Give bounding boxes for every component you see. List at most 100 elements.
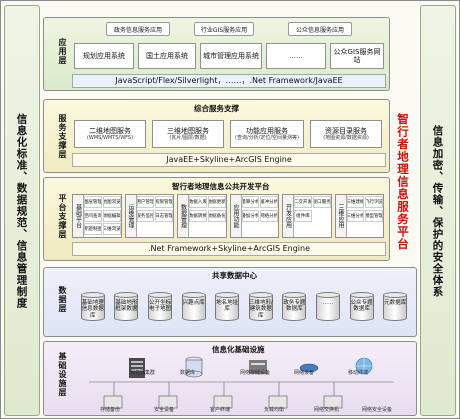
platform-module-item: 二次开发	[294, 196, 312, 208]
left-side-text: 信息化标准、数据规范、信息管理制度	[15, 112, 28, 309]
data-store-label: 基础地形框架数据	[115, 300, 138, 313]
platform-module-name: 开发应用	[283, 195, 294, 237]
cylinder-body	[248, 295, 273, 321]
database-icon	[185, 356, 203, 378]
application-layer-label: 应用层	[58, 38, 67, 65]
platform-module-item: 空间查询	[84, 209, 102, 222]
platform-support-label: 平台支撑层	[58, 194, 67, 239]
data-store-label: 地名地址库	[216, 300, 239, 313]
platform-module-item: 组件库	[294, 209, 312, 222]
platform-support-title: 智行者地理信息公共开发平台	[172, 182, 270, 191]
platform-module-item: 三维浏览	[102, 223, 121, 235]
data-store-label: 政务专题数据库	[283, 300, 306, 313]
label-database: 数据库	[180, 370, 196, 376]
service-catalog: 资源目录服务 (地图资源/数据资源)	[310, 120, 382, 148]
service-3d-sub: (瓦片/图层/数据)	[169, 135, 207, 142]
data-items: 基础地理信息数据库基础地形框架数据公开坐标电子地图 兴趣点库 地名地址库三维地形/建…	[76, 282, 412, 332]
platform-module-name: 三维应用	[335, 195, 347, 237]
cylinder-body	[282, 295, 307, 321]
data-store: 公开坐标电子地图	[148, 292, 172, 322]
cylinder-top	[215, 292, 240, 298]
cylinder-top	[181, 292, 206, 298]
cylinder-body	[80, 295, 105, 321]
label-load-balance: 负载均衡	[264, 407, 285, 413]
category-industry: 行业GIS服务应用	[194, 22, 254, 36]
service-2d-map: 二维地图服务 (WMS/WMTS/WFS)	[74, 120, 146, 148]
data-store-label: ……	[322, 300, 334, 306]
data-store: 公众专题数据库	[349, 292, 374, 322]
platform-vertical-title: 智行者地理信息服务平台	[396, 113, 410, 251]
service-3d-name: 三维地图服务	[167, 126, 209, 135]
service-support-label: 服务支撑层	[58, 114, 67, 159]
data-store-label: 公开坐标电子地图	[148, 300, 171, 313]
cylinder-body	[215, 295, 240, 321]
platform-module: 基础平台图层管理地图浏览空间查询数据编辑专题制图三维浏览	[72, 194, 122, 238]
platform-support-layer: 平台支撑层 智行者地理信息公共开发平台 基础平台图层管理地图浏览空间查询数据编辑…	[43, 177, 390, 261]
service-catalog-name: 资源目录服务	[325, 126, 367, 135]
platform-module: 数据管理数据入库数据更新数据转换数据备份	[177, 194, 227, 238]
cylinder-top	[148, 292, 172, 298]
platform-module-item: 权限管理	[155, 196, 173, 208]
category-public: 公众信息服务应用	[288, 22, 352, 36]
data-store: 三维地形/建筑数据库	[248, 292, 273, 322]
platform-module-item: 三维建模	[346, 196, 365, 208]
platform-module-item: 接口服务	[312, 196, 331, 208]
app-more: ……	[266, 43, 326, 69]
label-client: 客户终端	[210, 407, 231, 413]
platform-module-item: 用户管理	[136, 196, 155, 208]
data-store: 兴趣点库	[181, 292, 206, 322]
cylinder-top	[349, 292, 374, 298]
platform-module-item: 图层管理	[84, 196, 102, 208]
platform-module-item: 数据编辑	[102, 209, 121, 222]
platform-module-name: 基础平台	[73, 195, 84, 237]
data-store-label: 公众专题数据库	[350, 300, 373, 313]
platform-module-item: 地图浏览	[102, 196, 121, 208]
platform-module-item: 叠加分析	[241, 209, 260, 222]
platform-module-item: 专题制图	[84, 223, 102, 235]
category-gov: 政务信息服务应用	[106, 22, 170, 36]
platform-module-item: 数据转换	[189, 209, 207, 222]
cylinder-top	[282, 292, 307, 298]
cylinder-body	[316, 295, 340, 321]
service-function-sub: (查询/分析/定位/空间量测等)	[235, 135, 299, 142]
infrastructure-layer: 基础设施层 信息化基础设施	[43, 341, 417, 416]
platform-module-item: 数据备份	[207, 209, 226, 222]
data-store: 政务专题数据库	[282, 292, 307, 322]
workstation-icon	[103, 395, 343, 409]
cylinder-body	[349, 295, 374, 321]
data-store: 地名地址库	[215, 292, 240, 322]
label-storage: 网络存储设备	[240, 370, 271, 376]
left-side-bar: 信息化标准、数据规范、信息管理制度	[4, 5, 40, 416]
cylinder-top	[80, 292, 105, 298]
platform-module-item: 三维分析	[346, 209, 365, 222]
cylinder-top	[114, 292, 139, 298]
cylinder-top	[248, 292, 273, 298]
service-2d-name: 二维地图服务	[89, 126, 131, 135]
storage-icon	[249, 360, 267, 374]
label-backup: 存储备份	[100, 407, 121, 413]
data-store-label: 基础地理信息数据库	[81, 300, 104, 319]
service-support-layer: 服务支撑层 综合服务支撑 二维地图服务 (WMS/WMTS/WFS) 三维地图服…	[43, 99, 390, 173]
app-land: 国土应用系统	[138, 43, 196, 69]
service-function-name: 功能应用服务	[246, 126, 288, 135]
data-store-label: 兴趣点库	[182, 300, 205, 306]
app-planning: 规划应用系统	[74, 43, 134, 69]
data-store: 基础地形框架数据	[114, 292, 139, 322]
service-function: 功能应用服务 (查询/分析/定位/空间量测等)	[230, 120, 304, 148]
platform-modules: 基础平台图层管理地图浏览空间查询数据编辑专题制图三维浏览运维管理用户管理权限管理…	[72, 194, 384, 238]
cylinder-top	[316, 292, 340, 298]
platform-module-item: 模型管理	[365, 209, 383, 222]
data-store: 基础地理信息数据库	[80, 292, 105, 322]
data-store: 元数据库	[383, 292, 408, 322]
platform-module-item: 飞行浏览	[365, 196, 383, 208]
data-store-label: 元数据库	[384, 300, 407, 306]
data-layer: 数据层 共享数据中心 基础地理信息数据库基础地形框架数据公开坐标电子地图兴趣点库…	[43, 267, 417, 337]
data-store-label: 三维地形/建筑数据库	[248, 300, 273, 319]
app-urban: 城市管理应用系统	[200, 43, 262, 69]
data-store: ……	[316, 292, 340, 322]
platform-module-item: 数据入库	[189, 196, 207, 208]
server-rack-icon	[129, 358, 145, 378]
platform-module-item: 服务监控	[136, 209, 155, 222]
platform-module-name: 数据管理	[178, 195, 189, 237]
